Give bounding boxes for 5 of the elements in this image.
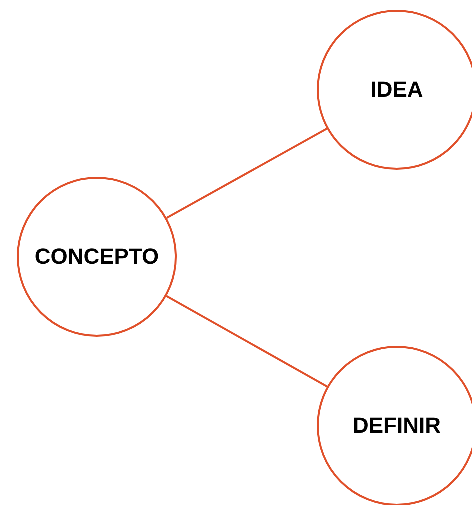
connector-line: [166, 295, 328, 388]
node-label: DEFINIR: [353, 413, 441, 439]
connector-line: [166, 128, 328, 219]
node-label: IDEA: [370, 77, 424, 103]
node-label: CONCEPTO: [34, 244, 160, 270]
